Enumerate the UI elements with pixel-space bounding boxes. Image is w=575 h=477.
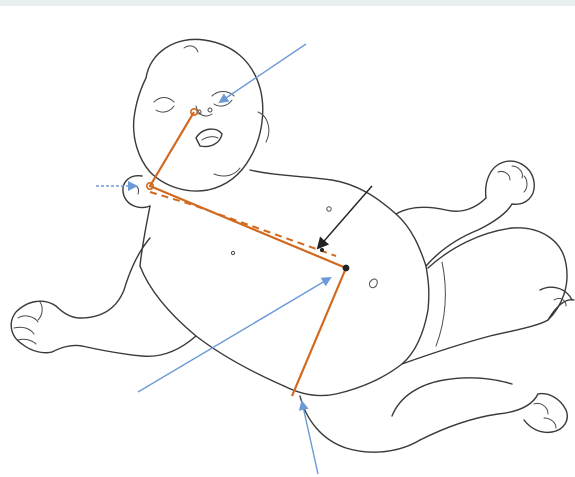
- ear: [123, 176, 150, 208]
- nose: [196, 106, 212, 116]
- arm-right: [396, 198, 486, 214]
- leg-lower: [420, 394, 538, 440]
- arm-left: [56, 238, 150, 318]
- foot-upper: [540, 287, 574, 320]
- diaper: [284, 266, 429, 396]
- torso-outline: [140, 170, 426, 266]
- measurement-line-solid: [150, 112, 346, 396]
- head-outline: [134, 39, 263, 191]
- leg-upper: [428, 228, 567, 320]
- landmark-xiphoid: [320, 248, 324, 252]
- guide-arrows: [96, 44, 330, 474]
- navel: [369, 279, 377, 288]
- nipple-right: [327, 207, 331, 211]
- guide-arrow-lower: [302, 402, 318, 474]
- guide-arrow-nose: [220, 44, 306, 102]
- foot-lower: [524, 394, 567, 433]
- nipple-left: [231, 251, 234, 254]
- pointer-arrow-xiphoid: [318, 186, 372, 248]
- eye-left: [154, 98, 174, 103]
- landmark-umbilicus: [343, 265, 350, 272]
